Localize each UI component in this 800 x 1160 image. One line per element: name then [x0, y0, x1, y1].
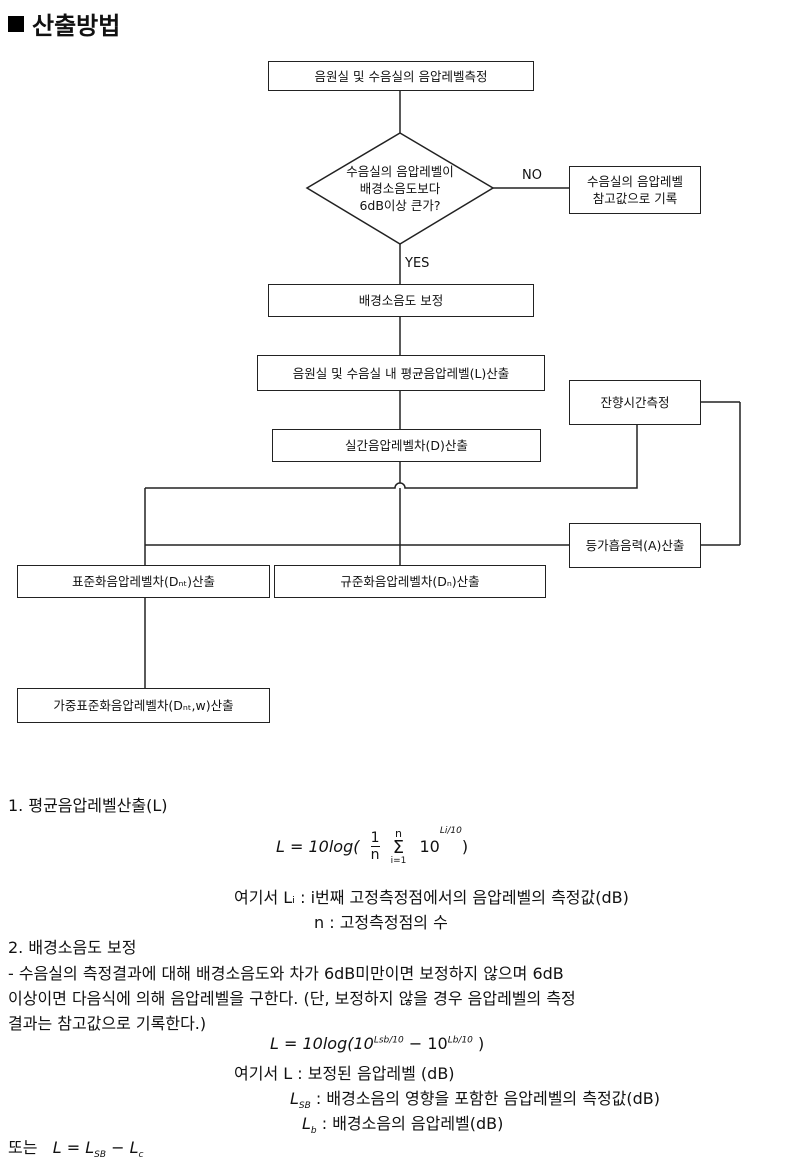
box-label-line-2: 참고값으로 기록: [592, 191, 678, 206]
eq2-close: ): [472, 1034, 485, 1053]
box-label: 가중표준화음압레벨차(Dₙₜ,w)산출: [53, 698, 234, 713]
section-2-title: 2. 배경소음도 보정: [8, 938, 137, 957]
section-1-title: 1. 평균음압레벨산출(L): [8, 796, 168, 815]
eq2-exponent-1: Lsb/10: [373, 1035, 404, 1046]
box-label: 실간음압레벨차(D)산출: [345, 438, 468, 453]
or-word: 또는: [8, 1138, 38, 1157]
box-label-line-1: 수음실의 음압레벨: [587, 174, 683, 189]
eq1-term: 10: [419, 837, 440, 856]
box-reference-record: 수음실의 음압레벨 참고값으로 기록: [569, 166, 701, 214]
eq1-numerator: 1: [370, 830, 380, 847]
symbol-sub: b: [310, 1126, 317, 1137]
where-2-line-c: Lb : 배경소음의 음압레벨(dB): [302, 1110, 503, 1136]
heading-text: 산출방법: [32, 12, 121, 40]
no-label: NO: [522, 168, 542, 183]
box-reverb-measure: 잔향시간측정: [569, 380, 701, 425]
where-1-line-b: n : 고정측정점의 수: [314, 913, 448, 932]
where-2-line-a: 여기서 L : 보정된 음압레벨 (dB): [234, 1064, 455, 1083]
where-2-line-b: LSB : 배경소음의 영향을 포함한 음압레벨의 측정값(dB): [290, 1085, 660, 1111]
box-standardized-diff: 표준화음압레벨차(Dₙₜ)산출: [17, 565, 270, 598]
box-absorption-area: 등가흡음력(A)산출: [569, 523, 701, 568]
box-background-correction: 배경소음도 보정: [268, 284, 534, 317]
sigma-icon: Σ: [392, 837, 405, 858]
where-1-line-a: 여기서 Lᵢ : i번째 고정측정점에서의 음압레벨의 측정값(dB): [234, 888, 629, 907]
decision-line-2: 배경소음도보다: [359, 181, 441, 196]
eq2-mid: − 10: [403, 1034, 448, 1053]
equation-correction: L = 10log(10Lsb/10 − 10Lb/10 ): [270, 1034, 484, 1053]
paragraph-line-1: - 수음실의 측정결과에 대해 배경소음도와 차가 6dB미만이면 보정하지 않…: [8, 964, 564, 983]
eq1-exponent: Li/10: [439, 826, 462, 836]
where-2-c-text: : 배경소음의 음압레벨(dB): [316, 1114, 504, 1133]
paragraph-line-3: 결과는 참고값으로 기록한다.): [8, 1014, 207, 1033]
eq2-lhs: L = 10log(10: [270, 1034, 374, 1053]
symbol-l: L: [302, 1114, 311, 1133]
where-2-b-text: : 배경소음의 영향을 포함한 음압레벨의 측정값(dB): [310, 1089, 661, 1108]
flowchart-connectors: [144, 89, 741, 688]
eq1-sum-bottom: i=1: [390, 856, 407, 866]
eq1-sum-top: n: [394, 827, 402, 840]
yes-label: YES: [405, 256, 430, 271]
box-label: 규준화음압레벨차(Dₙ)산출: [340, 574, 480, 589]
eq2-exponent-2: Lb/10: [447, 1035, 473, 1046]
equation-average-level: L = 10log( 1 n n Σ i=1 10Li/10): [276, 826, 468, 874]
box-measure-levels: 음원실 및 수음실의 음압레벨측정: [268, 61, 534, 91]
eq1-close: ): [461, 837, 469, 856]
or-eq-sub-1: SB: [94, 1150, 107, 1160]
box-label: 표준화음압레벨차(Dₙₜ)산출: [71, 574, 216, 589]
symbol-l: L: [290, 1089, 299, 1108]
box-label: 등가흡음력(A)산출: [585, 538, 685, 553]
decision-line-3: 6dB이상 큰가?: [359, 198, 441, 213]
eq1-fraction: 1 n: [370, 830, 380, 863]
or-eq-sub-2: c: [138, 1150, 144, 1160]
box-level-difference: 실간음압레벨차(D)산출: [272, 429, 541, 462]
box-label: 잔향시간측정: [600, 395, 670, 410]
square-bullet-icon: [8, 16, 24, 32]
box-average-level: 음원실 및 수음실 내 평균음압레벨(L)산출: [257, 355, 545, 391]
eq1-sum: n Σ i=1: [391, 827, 407, 866]
or-eq-b: − L: [106, 1138, 139, 1157]
symbol-sub: SB: [298, 1101, 311, 1112]
decision-diamond-text: 수음실의 음압레벨이 배경소음도보다 6dB이상 큰가?: [316, 163, 484, 214]
eq1-lhs: L = 10log(: [276, 837, 360, 856]
box-weighted-diff: 가중표준화음압레벨차(Dₙₜ,w)산출: [17, 688, 270, 723]
section-heading: 산출방법: [8, 6, 120, 41]
or-eq-a: L = L: [52, 1138, 95, 1157]
box-normalized-diff: 규준화음압레벨차(Dₙ)산출: [274, 565, 546, 598]
box-label: 배경소음도 보정: [358, 293, 444, 308]
box-label: 음원실 및 수음실의 음압레벨측정: [314, 68, 488, 84]
box-label: 음원실 및 수음실 내 평균음압레벨(L)산출: [292, 365, 510, 381]
or-line: 또는 L = LSB − Lc: [8, 1134, 143, 1160]
eq1-denominator: n: [370, 847, 380, 863]
paragraph-line-2: 이상이면 다음식에 의해 음압레벨을 구한다. (단, 보정하지 않을 경우 음…: [8, 989, 576, 1008]
decision-line-1: 수음실의 음압레벨이: [346, 164, 454, 179]
